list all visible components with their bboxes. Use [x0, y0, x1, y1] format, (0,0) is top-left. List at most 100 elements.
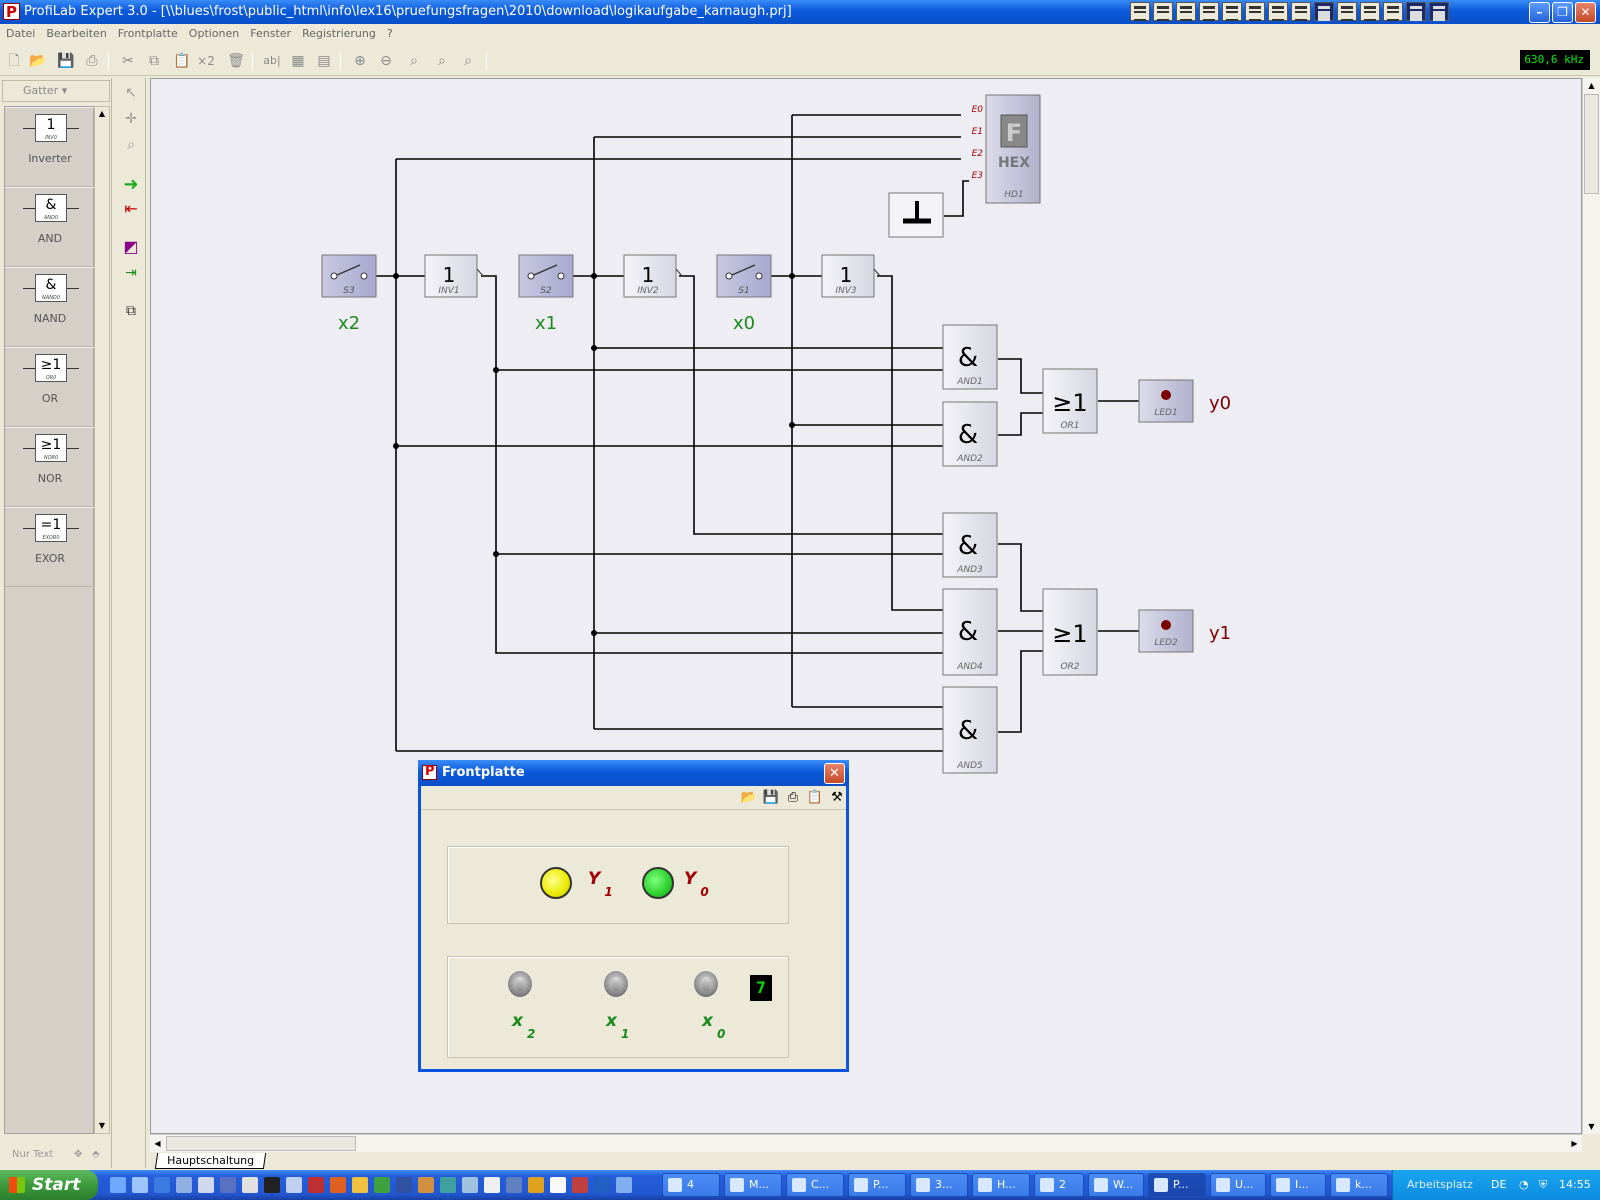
pin-icon[interactable]: ✥ — [74, 1149, 83, 1160]
open-folder-icon[interactable]: 📂 — [29, 53, 47, 69]
led-led1[interactable]: LED1 y0 — [1138, 379, 1231, 423]
switch-s2[interactable]: S2 x1 — [518, 254, 574, 334]
quicklaunch-icon[interactable] — [154, 1177, 170, 1193]
quicklaunch-icon[interactable] — [352, 1177, 368, 1193]
quicklaunch-icon[interactable] — [220, 1177, 236, 1193]
and-gate-and1[interactable]: & AND1 — [942, 324, 998, 390]
scroll-left-icon[interactable]: ◀ — [154, 1139, 161, 1148]
window-layout-icon[interactable] — [1429, 2, 1449, 21]
zoom-area-icon[interactable]: ⌕ — [438, 53, 446, 69]
toggle-switch-x2[interactable] — [508, 971, 532, 997]
quicklaunch-icon[interactable] — [550, 1177, 566, 1193]
print-icon[interactable]: ⎙ — [787, 790, 799, 805]
window-layout-icon[interactable] — [1245, 2, 1265, 21]
taskbar-item[interactable]: H... — [972, 1173, 1030, 1197]
quicklaunch-icon[interactable] — [440, 1177, 456, 1193]
menu-registrierung[interactable]: Registrierung — [302, 27, 376, 40]
led-led2[interactable]: LED2 y1 — [1138, 609, 1231, 653]
quicklaunch-icon[interactable] — [264, 1177, 280, 1193]
window-layout-icon[interactable] — [1176, 2, 1196, 21]
quicklaunch-icon[interactable] — [176, 1177, 192, 1193]
palette-item-nand[interactable]: &NAND0 NAND — [5, 267, 95, 347]
tools-icon[interactable]: ⚒ — [831, 790, 843, 805]
new-file-icon[interactable]: 🗋 — [8, 53, 20, 69]
taskbar-item[interactable]: 3... — [910, 1173, 968, 1197]
delete-icon[interactable]: 🗑 — [227, 53, 245, 69]
close-button[interactable]: ✕ — [1575, 2, 1596, 23]
window-layout-icon[interactable] — [1153, 2, 1173, 21]
quicklaunch-icon[interactable] — [462, 1177, 478, 1193]
scroll-up-icon[interactable]: ▲ — [98, 109, 106, 118]
taskbar-item[interactable]: M... — [724, 1173, 782, 1197]
duplicate-button[interactable]: ×2 — [197, 54, 215, 68]
minimize-button[interactable]: – — [1529, 2, 1550, 23]
toggle-switch-x0[interactable] — [694, 971, 718, 997]
menu-datei[interactable]: Datei — [6, 27, 36, 40]
quicklaunch-icon[interactable] — [396, 1177, 412, 1193]
window-layout-icon[interactable] — [1360, 2, 1380, 21]
menu-bearbeiten[interactable]: Bearbeiten — [46, 27, 107, 40]
clipboard-icon[interactable]: 📋 — [806, 790, 824, 805]
inverter-inv1[interactable]: 1 INV1 — [424, 254, 484, 298]
pointer-icon[interactable]: ↖ — [125, 85, 137, 101]
window-layout-icon[interactable] — [1337, 2, 1357, 21]
taskbar-item[interactable]: U... — [1210, 1173, 1266, 1197]
save-icon[interactable]: 💾 — [762, 790, 780, 805]
quicklaunch-icon[interactable] — [308, 1177, 324, 1193]
pin-up-icon[interactable]: ⬘ — [92, 1149, 100, 1160]
taskbar-item[interactable]: 2 — [1034, 1173, 1084, 1197]
palette-item-and[interactable]: &AND0 AND — [5, 187, 95, 267]
taskbar-item-active[interactable]: P... — [1148, 1173, 1206, 1197]
palette-scrollbar[interactable]: ▲ ▼ — [94, 106, 110, 1134]
and-gate-and3[interactable]: & AND3 — [942, 512, 998, 578]
quicklaunch-icon[interactable] — [242, 1177, 258, 1193]
quicklaunch-icon[interactable] — [484, 1177, 500, 1193]
restore-button[interactable]: ❐ — [1552, 2, 1573, 23]
run-arrow-icon[interactable]: ➜ — [123, 174, 139, 195]
window-layout-icon[interactable] — [1383, 2, 1403, 21]
signal-icon[interactable]: ◩ — [123, 237, 139, 256]
zoom-fit-icon[interactable]: ⌕ — [410, 53, 418, 69]
inverter-inv2[interactable]: 1 INV2 — [623, 254, 683, 298]
stop-icon[interactable]: ⇤ — [124, 199, 138, 218]
ground-constant[interactable] — [888, 192, 944, 238]
print-icon[interactable]: ⎙ — [86, 53, 98, 69]
frontpanel-close-button[interactable]: ✕ — [824, 763, 845, 784]
language-indicator[interactable]: DE — [1491, 1178, 1507, 1191]
circuit-canvas[interactable]: S3 x2 S2 x1 S1 x0 1 INV1 1 INV2 — [150, 78, 1582, 1134]
quicklaunch-icon[interactable] — [330, 1177, 346, 1193]
horizontal-scrollbar[interactable]: ◀ ▶ — [150, 1134, 1582, 1152]
tray-label[interactable]: Arbeitsplatz — [1407, 1178, 1473, 1191]
quicklaunch-icon[interactable] — [132, 1177, 148, 1193]
menu-fenster[interactable]: Fenster — [250, 27, 292, 40]
sheet-tab-hauptschaltung[interactable]: Hauptschaltung — [154, 1153, 267, 1169]
quicklaunch-icon[interactable] — [506, 1177, 522, 1193]
magnifier-icon[interactable]: ⌕ — [127, 137, 135, 153]
window-layout-icon[interactable] — [1406, 2, 1426, 21]
quicklaunch-icon[interactable] — [286, 1177, 302, 1193]
window-layout-icon[interactable] — [1130, 2, 1150, 21]
zoom-out-icon[interactable]: ⊖ — [380, 53, 392, 69]
security-shield-icon[interactable]: ⛨ — [1539, 1178, 1548, 1191]
quicklaunch-icon[interactable] — [594, 1177, 610, 1193]
or-gate-or1[interactable]: ≥1 OR1 — [1042, 368, 1098, 434]
start-button[interactable]: Start — [0, 1170, 98, 1200]
quicklaunch-icon[interactable] — [572, 1177, 588, 1193]
menu-frontplatte[interactable]: Frontplatte — [117, 27, 178, 40]
zoom-all-icon[interactable]: ⌕ — [464, 53, 472, 69]
hex-display-hd1[interactable]: F HEX HD1 E0 E1 E2 E3 — [972, 94, 1041, 204]
scroll-thumb[interactable] — [166, 1136, 356, 1151]
taskbar-item[interactable]: W... — [1088, 1173, 1144, 1197]
taskbar-item[interactable]: P... — [848, 1173, 906, 1197]
scroll-down-icon[interactable]: ▼ — [98, 1121, 106, 1130]
window-layout-icon[interactable] — [1291, 2, 1311, 21]
switch-s1[interactable]: S1 x0 — [716, 254, 772, 334]
window-layout-icon[interactable] — [1222, 2, 1242, 21]
copy-icon[interactable]: ⧉ — [149, 53, 159, 69]
taskbar-item[interactable]: 4 — [662, 1173, 720, 1197]
zoom-in-icon[interactable]: ⊕ — [354, 53, 366, 69]
cut-icon[interactable]: ✂ — [122, 53, 134, 69]
